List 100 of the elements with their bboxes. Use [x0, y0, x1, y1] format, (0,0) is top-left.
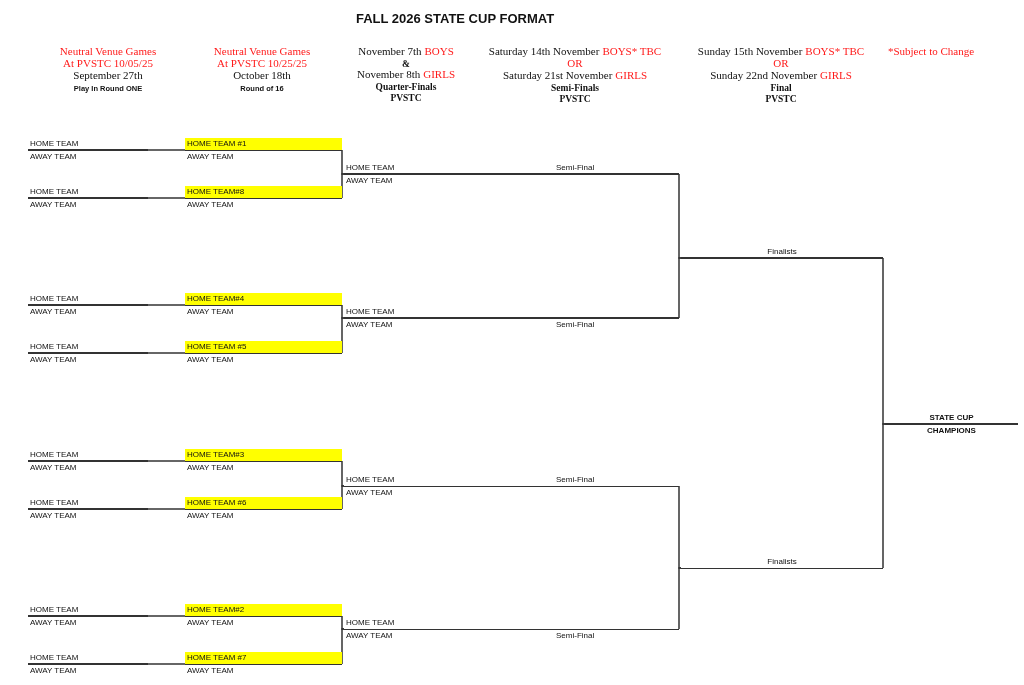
- team-name: AWAY TEAM: [187, 665, 234, 676]
- team-name: Finalists: [766, 246, 798, 257]
- team-name: AWAY TEAM: [187, 354, 234, 365]
- header-text: BOYS: [424, 45, 454, 57]
- team-name: HOME TEAM#3: [185, 449, 342, 461]
- team-name: HOME TEAM: [30, 449, 79, 460]
- round-label: Semi-Final: [556, 162, 595, 173]
- team-name: AWAY TEAM: [187, 462, 234, 473]
- bracket-line: [147, 615, 186, 617]
- bracket-line: [147, 352, 186, 354]
- header-text: Neutral Venue Games: [213, 45, 311, 57]
- team-name: HOME TEAM: [30, 497, 79, 508]
- team-name: AWAY TEAM: [346, 319, 393, 330]
- team-name: AWAY TEAM: [30, 510, 77, 521]
- bracket-line: [341, 615, 345, 630]
- team-name: HOME TEAM: [30, 652, 79, 663]
- bracket-line: [147, 460, 186, 462]
- bracket-line: [147, 304, 186, 306]
- header-text: At PVSTC 10/05/25: [63, 57, 153, 69]
- bracket-slot: [185, 341, 342, 365]
- team-name: AWAY TEAM: [30, 354, 77, 365]
- round-label: Semi-Final: [556, 630, 595, 641]
- bracket-line: [341, 460, 345, 487]
- team-name: AWAY TEAM: [30, 151, 77, 162]
- bracket-slot: [185, 138, 342, 162]
- header-text: November 7th: [358, 45, 422, 57]
- header-text: September 27th: [73, 69, 143, 81]
- team-name: HOME TEAM #6: [185, 497, 342, 509]
- header-text: Quarter-Finals: [375, 82, 437, 93]
- header-text: Saturday 21st November: [502, 69, 613, 81]
- team-name: HOME TEAM#4: [185, 293, 342, 305]
- bracket-line: [341, 304, 345, 319]
- round-label: Semi-Final: [556, 319, 595, 330]
- team-name: HOME TEAM: [346, 306, 395, 317]
- team-name: HOME TEAM: [346, 162, 395, 173]
- header-text: Final: [770, 83, 792, 94]
- bracket-line: [147, 197, 186, 199]
- team-name: HOME TEAM #5: [185, 341, 342, 353]
- team-name: AWAY TEAM: [30, 199, 77, 210]
- header-text: Sunday 22nd November: [710, 69, 818, 81]
- header-text: At PVSTC 10/25/25: [217, 57, 307, 69]
- bracket-line: [678, 485, 682, 569]
- header-text: PVSTC: [559, 94, 591, 105]
- team-name: AWAY TEAM: [346, 487, 393, 498]
- page-title: FALL 2026 STATE CUP FORMAT: [354, 11, 556, 26]
- bracket-line: [147, 508, 186, 510]
- header-text: BOYS* TBC: [805, 45, 865, 57]
- team-name: AWAY TEAM: [30, 617, 77, 628]
- bracket-slot: [185, 652, 342, 676]
- header-text: Neutral Venue Games: [59, 45, 157, 57]
- bracket-slot: [185, 604, 342, 628]
- header-text: GIRLS: [820, 69, 852, 81]
- bracket-line: [147, 663, 186, 665]
- team-name: STATE CUP: [928, 412, 975, 423]
- header-text: &: [402, 59, 410, 70]
- team-name: AWAY TEAM: [30, 462, 77, 473]
- team-name: Finalists: [766, 556, 798, 567]
- bracket-line: [678, 257, 682, 319]
- team-name: HOME TEAM#2: [185, 604, 342, 616]
- team-name: AWAY TEAM: [187, 306, 234, 317]
- team-name: AWAY TEAM: [346, 630, 393, 641]
- bracket-line: [678, 173, 682, 259]
- team-name: CHAMPIONS: [926, 425, 977, 436]
- team-name: HOME TEAM: [30, 138, 79, 149]
- bracket-line: [678, 567, 682, 630]
- bracket-line: [882, 257, 886, 425]
- team-name: HOME TEAM #7: [185, 652, 342, 664]
- bracket-line: [341, 149, 345, 175]
- header-text: GIRLS: [423, 68, 455, 80]
- bracket-slot: [185, 497, 342, 521]
- round-label: Semi-Final: [556, 474, 595, 485]
- header-text: *Subject to Change: [887, 45, 975, 57]
- bracket-slot: [185, 186, 342, 210]
- team-name: AWAY TEAM: [187, 510, 234, 521]
- header-text: OR: [773, 57, 789, 69]
- team-name: AWAY TEAM: [30, 306, 77, 317]
- team-name: HOME TEAM: [30, 293, 79, 304]
- team-name: AWAY TEAM: [30, 665, 77, 676]
- header-text: GIRLS: [615, 69, 648, 81]
- team-name: HOME TEAM: [30, 604, 79, 615]
- header-text: OR: [567, 57, 583, 69]
- header-text: PVSTC: [765, 94, 797, 105]
- team-name: AWAY TEAM: [187, 199, 234, 210]
- header-text: Semi-Finals: [551, 83, 599, 94]
- header-text: BOYS* TBC: [602, 45, 662, 57]
- bracket-slot: [185, 293, 342, 317]
- team-name: HOME TEAM#8: [185, 186, 342, 198]
- team-name: AWAY TEAM: [187, 617, 234, 628]
- team-name: AWAY TEAM: [187, 151, 234, 162]
- bracket-slot: [681, 556, 883, 569]
- bracket-line: [882, 423, 886, 569]
- header-text: October 18th: [233, 69, 291, 81]
- bracket-line: [147, 149, 186, 151]
- team-name: HOME TEAM: [30, 186, 79, 197]
- header-text: November 8th: [357, 68, 421, 80]
- team-name: HOME TEAM #1: [185, 138, 342, 150]
- header-text: Saturday 14th November: [488, 45, 600, 57]
- team-name: HOME TEAM: [346, 474, 395, 485]
- team-name: HOME TEAM: [30, 341, 79, 352]
- team-name: HOME TEAM: [346, 617, 395, 628]
